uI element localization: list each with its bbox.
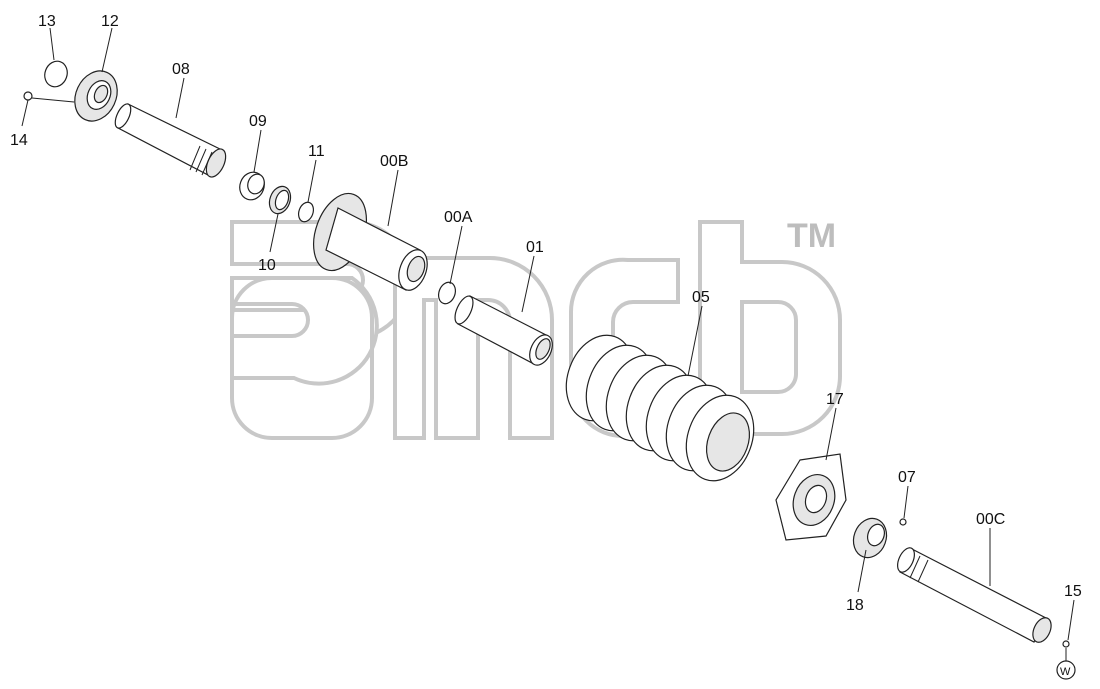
label-w: W [1060,666,1071,678]
part-11-ring [297,201,315,223]
label-14: 14 [10,132,28,149]
part-15-pin [1062,640,1070,648]
part-01-tube [454,295,553,366]
label-15: 15 [1064,583,1082,600]
label-09: 09 [249,113,267,130]
part-09-collar [239,171,265,201]
label-08: 08 [172,61,190,78]
part-00C-shaft [897,547,1052,643]
part-12-nut [74,70,118,122]
label-00C: 00C [976,511,1005,528]
label-05: 05 [692,289,710,306]
part-18-nut [852,517,888,559]
label-07: 07 [898,469,916,486]
part-07-screw [899,518,907,526]
label-11: 11 [308,143,325,160]
part-08-shaft [114,103,227,178]
part-10-oring-inner [274,189,290,211]
label-10: 10 [258,257,276,274]
leader-lines [21,27,1075,661]
watermark-tm: TM [787,217,836,255]
label-13: 13 [38,13,56,30]
part-17-plate [775,453,847,541]
part-13-ring [44,60,68,88]
part-00B-bushing [313,192,428,291]
label-17: 17 [826,391,844,408]
label-01: 01 [526,239,544,256]
label-00A: 00A [444,209,473,226]
part-05-spring [565,334,755,482]
label-00B: 00B [380,153,408,170]
label-12: 12 [101,13,119,30]
part-14-screw [23,91,75,103]
label-18: 18 [846,597,864,614]
